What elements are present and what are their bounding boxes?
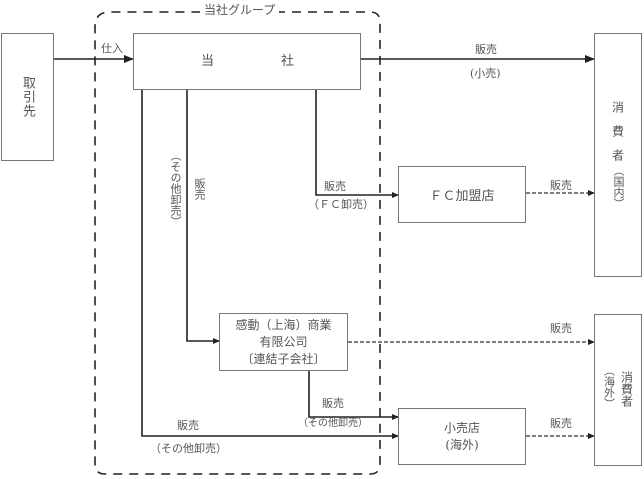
label-fc-to-consumer: 販売 xyxy=(550,179,572,192)
consumer-domestic-sub: （国内） xyxy=(612,165,625,209)
label-company-to-retail-type: （その他卸売） xyxy=(150,442,227,455)
label-other-wholesale-vertical: （その他卸売） xyxy=(169,150,182,227)
node-subsidiary: 感動（上海）商業 有限公司 〔連結子会社〕 xyxy=(219,313,348,371)
node-supplier: 取引先 xyxy=(1,33,54,161)
edge-company-to-retail xyxy=(141,90,399,439)
node-consumer-overseas: 消費者 （海外） xyxy=(594,314,642,466)
label-subsidiary-to-retail-type: （その他卸売） xyxy=(298,418,368,429)
edge-fc-sale xyxy=(315,90,399,198)
consumer-domestic-main: 消費者 xyxy=(610,101,625,173)
label-fc-sale-type: （ＦＣ卸売） xyxy=(308,198,374,211)
label-subsidiary-to-retail: 販売 xyxy=(322,397,344,410)
supplier-label: 取引先 xyxy=(20,76,35,118)
edge-to-subsidiary xyxy=(186,90,220,344)
label-retail-sale: 販売 xyxy=(475,43,497,56)
label-subsidiary-to-consumer: 販売 xyxy=(550,322,572,335)
consumer-overseas-sub: （海外） xyxy=(602,365,616,409)
retail-line2: (海外) xyxy=(445,437,479,452)
fc-store-label: ＦＣ加盟店 xyxy=(429,189,495,204)
subsidiary-line3: 〔連結子会社〕 xyxy=(241,351,326,366)
edge-subsidiary-to-retail xyxy=(308,371,399,420)
company-label-left: 当 xyxy=(201,54,215,69)
label-retail-sale-type: (小売) xyxy=(470,67,501,80)
group-boundary xyxy=(94,11,381,475)
consumer-overseas-main: 消費者 xyxy=(619,371,634,407)
node-fc-store: ＦＣ加盟店 xyxy=(398,166,526,223)
company-label-right: 社 xyxy=(281,54,295,69)
label-company-to-retail: 販売 xyxy=(177,419,199,432)
label-sale-vertical: 販売 xyxy=(193,178,206,200)
retail-line1: 小売店 xyxy=(443,420,480,435)
node-company: 当 社 xyxy=(133,33,361,90)
node-retail-overseas: 小売店 (海外) xyxy=(398,408,526,465)
label-purchase: 仕入 xyxy=(101,42,123,55)
subsidiary-line1: 感動（上海）商業 xyxy=(235,317,332,332)
group-title: 当社グループ xyxy=(200,4,280,16)
label-fc-sale: 販売 xyxy=(324,180,346,193)
subsidiary-line2: 有限公司 xyxy=(259,334,308,349)
label-retail-to-consumer: 販売 xyxy=(550,417,572,430)
node-consumer-domestic: 消費者 （国内） xyxy=(594,33,642,277)
